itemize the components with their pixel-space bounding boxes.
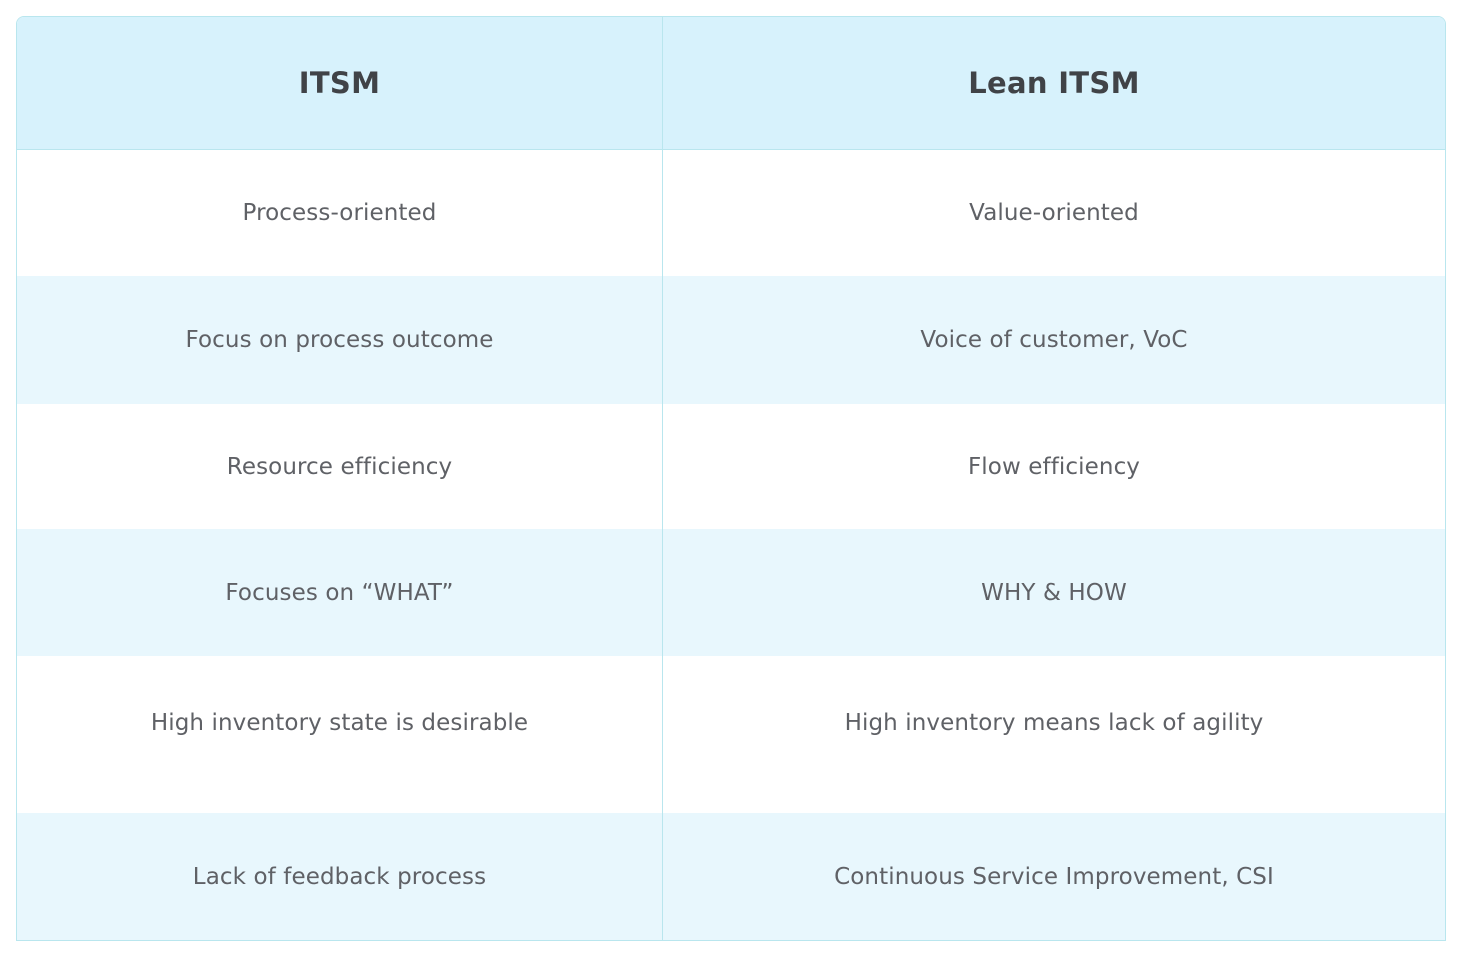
- header-itsm: ITSM: [17, 17, 663, 149]
- itsm-cell: Process-oriented: [17, 150, 663, 276]
- table-row: Focus on process outcome Voice of custom…: [17, 276, 1445, 404]
- lean-itsm-cell: Flow efficiency: [967, 453, 1141, 480]
- lean-itsm-cell: Voice of customer, VoC: [920, 327, 1188, 353]
- table-row: Focuses on “WHAT” WHY & HOW: [17, 529, 1445, 656]
- comparison-table: ITSM Lean ITSM Process-oriented Value-or…: [16, 16, 1446, 941]
- header-lean-itsm: Lean ITSM: [968, 66, 1140, 100]
- lean-itsm-cell: Value-oriented: [969, 200, 1139, 226]
- table-row: High inventory state is desirable High i…: [17, 656, 1445, 813]
- lean-itsm-cell: High inventory means lack of agility: [844, 709, 1264, 736]
- table-row: Process-oriented Value-oriented: [17, 150, 1445, 276]
- lean-itsm-cell: Continuous Service Improvement, CSI: [834, 863, 1274, 890]
- itsm-cell: High inventory state is desirable: [17, 656, 663, 813]
- itsm-cell: Focuses on “WHAT”: [17, 529, 663, 656]
- itsm-cell: Focus on process outcome: [17, 276, 663, 404]
- table-row: Lack of feedback process Continuous Serv…: [17, 813, 1445, 940]
- lean-itsm-cell: WHY & HOW: [981, 579, 1127, 606]
- table-header-row: ITSM Lean ITSM: [17, 17, 1445, 150]
- table-row: Resource efficiency Flow efficiency: [17, 404, 1445, 529]
- itsm-cell: Resource efficiency: [17, 404, 663, 529]
- itsm-cell: Lack of feedback process: [17, 813, 663, 940]
